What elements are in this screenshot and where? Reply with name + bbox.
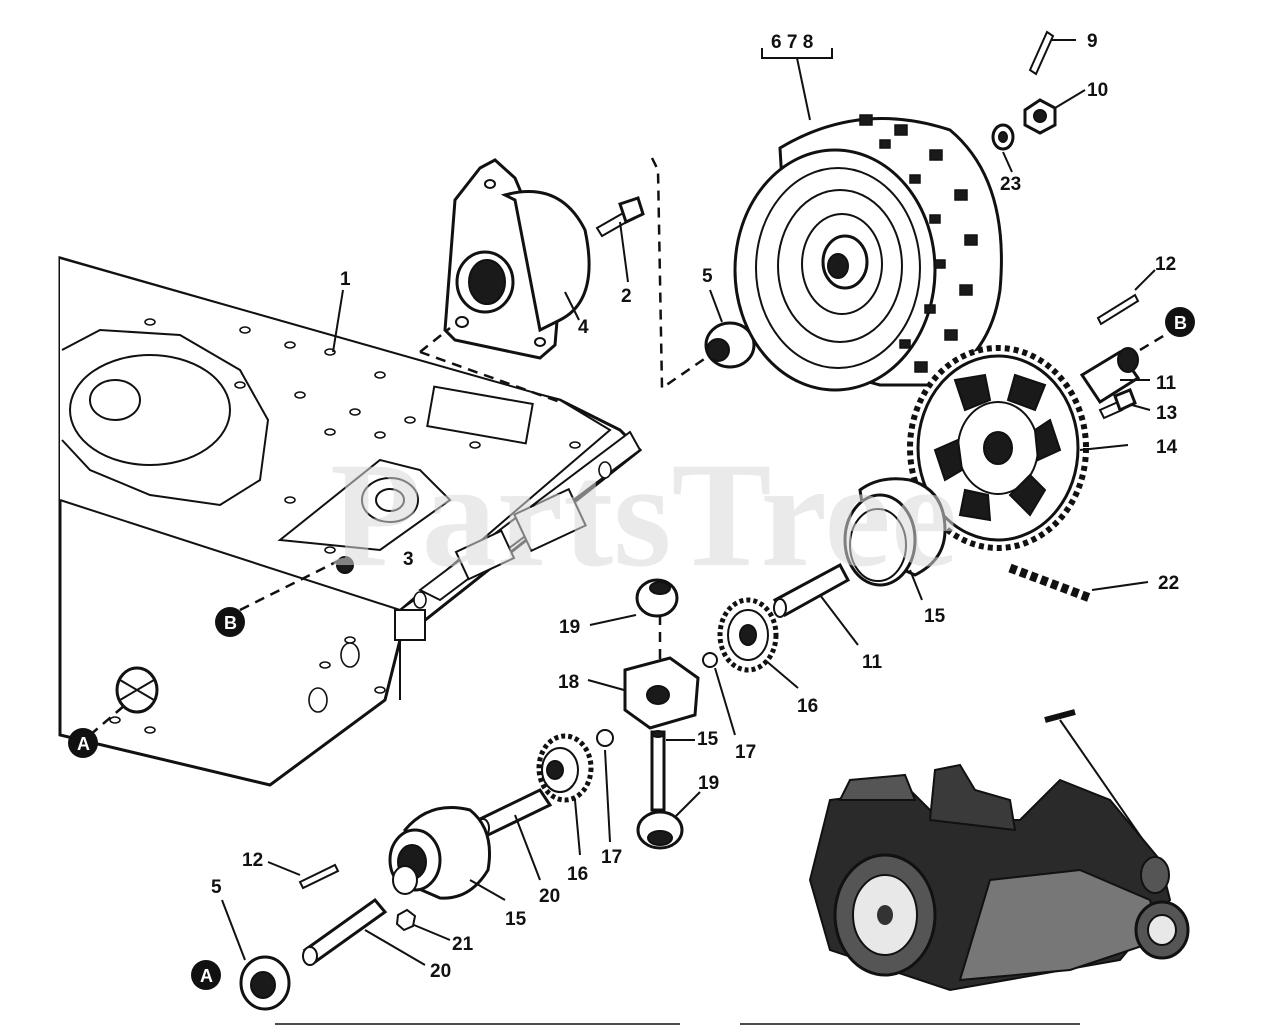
ref-marker-b-left-text: B [224,613,237,633]
callout-16-bottom: 16 [567,864,588,885]
callout-21: 21 [452,934,474,955]
bushing-part-top [704,289,756,369]
axle-part-lower [302,897,426,966]
ref-marker-a-left: A [68,728,98,758]
callout-19-bottom: 19 [698,773,719,794]
sprocket-part [907,345,1129,551]
bushing-part-bottom [221,899,291,1011]
riding-mower-illustration [808,709,1190,992]
callout-5-top: 5 [702,266,713,287]
callout-13: 13 [1156,403,1177,424]
cotter-pin-part [1028,30,1076,76]
bolt-part [595,196,645,283]
ref-marker-a-bottom: A [191,960,221,990]
seal-part [89,666,159,736]
frame-part [58,256,643,787]
roll-pin-part-bottom [267,861,340,890]
pinion-gear-part-top [589,578,679,670]
callout-19-top: 19 [559,617,580,638]
callout-17-top: 17 [735,742,756,763]
callout-11-top: 11 [1156,373,1177,394]
callout-23: 23 [1000,174,1021,195]
chain-part [1008,563,1149,603]
callout-labels: 1 2 3 4 5 5 6 7 8 9 10 11 11 12 12 13 14… [211,31,1179,982]
callout-1: 1 [340,269,351,290]
axle-shaft-part-top [1079,333,1166,405]
nut-part [1023,89,1086,135]
ref-marker-b-left: B [215,607,245,637]
callout-11-mid: 11 [862,652,883,673]
callout-12-top: 12 [1155,254,1176,275]
callout-6-7-8: 6 7 8 [771,32,813,53]
pinion-gear-part-bottom [636,791,701,850]
callout-12-bottom: 12 [242,850,263,871]
callout-15-carrier: 15 [924,606,946,627]
callout-15-pin: 15 [697,729,719,750]
ref-marker-a-left-text: A [77,734,90,754]
callout-4: 4 [578,317,589,338]
ref-marker-a-bottom-text: A [200,966,213,986]
snap-ring-part-top [702,652,736,736]
hub-part [388,806,506,901]
callout-14: 14 [1156,437,1178,458]
callout-5-bottom: 5 [211,877,222,898]
side-gear-part-top [717,597,799,689]
side-gear-part-bottom [536,733,594,856]
reference-markers: A A B B [68,307,1195,990]
nut-part-small [395,908,451,941]
spider-block-part [587,656,700,730]
ref-marker-b-right-text: B [1174,313,1187,333]
ref-marker-b-right: B [1165,307,1195,337]
axle-shaft-part-mid [772,562,859,646]
differential-cover-part [843,477,947,601]
callout-20-lower: 20 [430,961,451,982]
washer-part [991,123,1015,173]
callout-17-bottom: 17 [601,847,622,868]
roll-pin-part-top [1096,269,1156,326]
watermark-text: PartsTree [330,432,957,598]
bearing-housing-part [443,158,591,360]
callout-3: 3 [403,549,414,570]
wheel-tire-assembly-part [733,48,1003,392]
callout-22: 22 [1158,573,1179,594]
callout-10: 10 [1087,80,1108,101]
callout-9: 9 [1087,31,1098,52]
callout-16-top: 16 [797,696,818,717]
callout-18: 18 [558,672,579,693]
callout-20-upper: 20 [539,886,560,907]
callout-15-hub: 15 [505,909,527,930]
bolt-part-right [1098,388,1151,420]
pin-part-vertical [650,730,695,812]
snap-ring-part-bottom [596,729,614,843]
callout-2: 2 [621,286,632,307]
